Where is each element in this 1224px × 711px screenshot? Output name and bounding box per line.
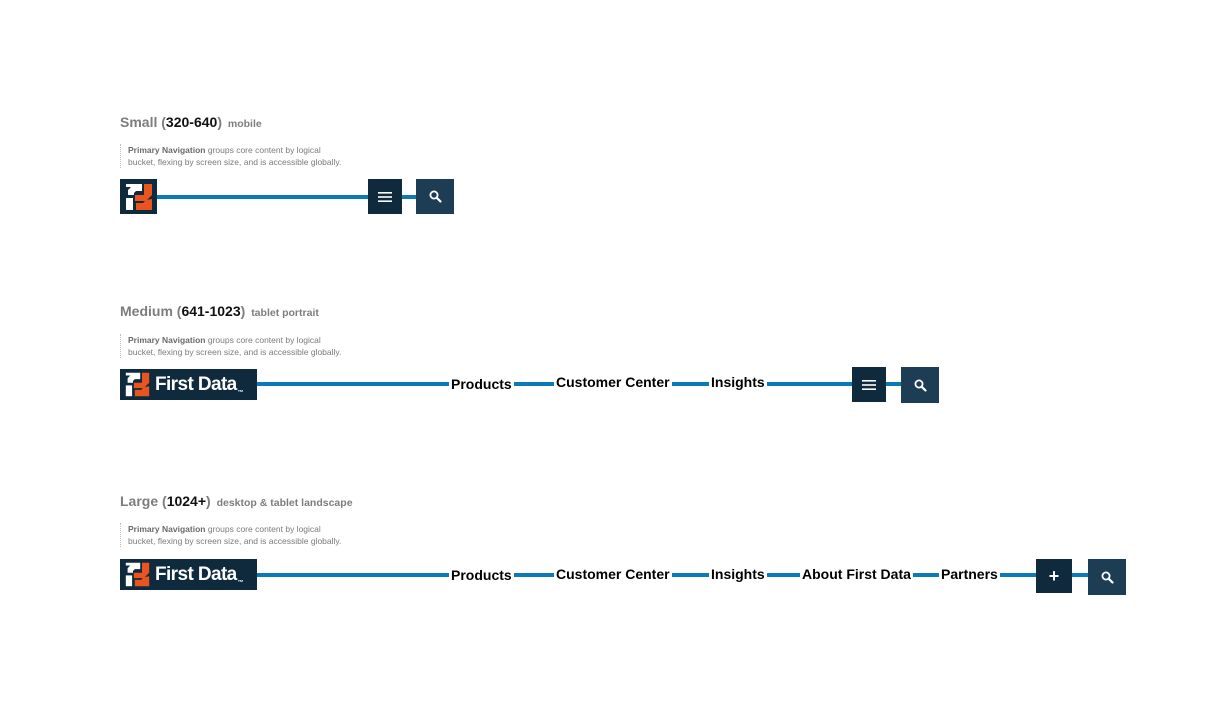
plus-icon: + xyxy=(1048,566,1060,586)
logo-mark-icon xyxy=(124,182,154,212)
hamburger-menu-icon xyxy=(378,191,392,202)
logo-wordmark: First Data™ xyxy=(155,563,244,586)
search-icon xyxy=(429,190,442,203)
logo-wordmark: First Data™ xyxy=(155,373,244,396)
large-breakpoint-heading: Large (1024+) desktop & tablet landscape xyxy=(120,493,353,509)
medium-breakpoint-heading: Medium (641-1023) tablet portrait xyxy=(120,303,319,319)
small-description: Primary Navigation groups core content b… xyxy=(120,144,341,168)
large-search-button[interactable] xyxy=(1088,559,1126,595)
small-nav-rule xyxy=(156,195,420,199)
logo-mark-icon xyxy=(124,371,151,398)
search-icon xyxy=(914,379,927,392)
large-breakpoint-subtitle: desktop & tablet landscape xyxy=(216,497,353,509)
large-expand-button[interactable]: + xyxy=(1036,559,1072,593)
small-breakpoint-subtitle: mobile xyxy=(227,118,262,130)
medium-menu-button[interactable] xyxy=(852,367,886,402)
large-nav-insights[interactable]: Insights xyxy=(709,565,767,583)
search-icon xyxy=(1101,571,1114,584)
large-description: Primary Navigation groups core content b… xyxy=(120,523,341,547)
small-menu-button[interactable] xyxy=(368,179,402,214)
medium-nav-customer-center[interactable]: Customer Center xyxy=(554,373,672,391)
large-logo[interactable]: First Data™ xyxy=(120,559,257,590)
medium-search-button[interactable] xyxy=(901,367,939,403)
small-search-button[interactable] xyxy=(416,179,454,214)
small-breakpoint-heading: Small (320-640) mobile xyxy=(120,114,262,130)
hamburger-menu-icon xyxy=(862,379,876,390)
medium-description: Primary Navigation groups core content b… xyxy=(120,334,341,358)
medium-nav-insights[interactable]: Insights xyxy=(709,373,767,391)
medium-nav-products[interactable]: Products xyxy=(449,375,514,393)
medium-breakpoint-subtitle: tablet portrait xyxy=(251,307,319,319)
medium-logo[interactable]: First Data™ xyxy=(120,369,257,400)
large-nav-about-first-data[interactable]: About First Data xyxy=(800,565,913,583)
logo-mark-icon xyxy=(124,561,151,588)
large-nav-products[interactable]: Products xyxy=(449,566,514,584)
large-nav-partners[interactable]: Partners xyxy=(939,565,1000,583)
large-nav-rule xyxy=(256,573,1101,577)
small-logo[interactable] xyxy=(120,179,157,214)
large-nav-customer-center[interactable]: Customer Center xyxy=(554,565,672,583)
